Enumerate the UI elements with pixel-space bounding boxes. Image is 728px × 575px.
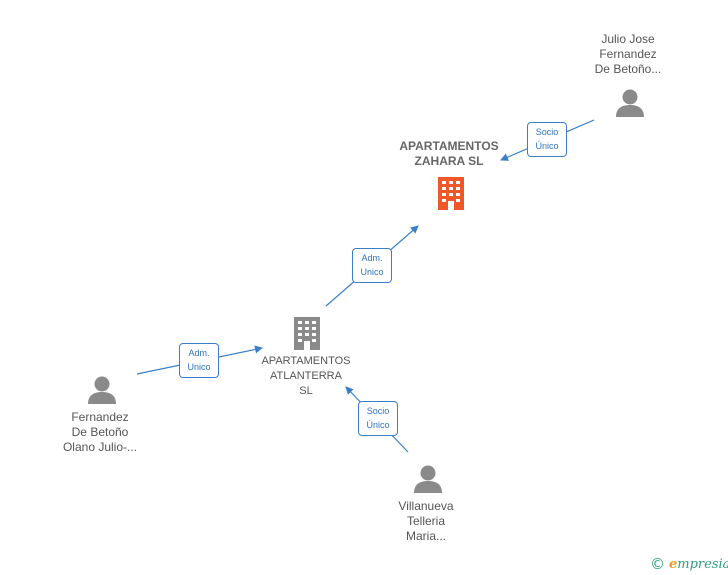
person-icon[interactable] <box>614 88 646 118</box>
edge-label-line-2: Unico <box>187 362 211 372</box>
edge-label-fernandez-to-atlanterra[interactable]: Adm. Unico <box>179 343 219 378</box>
person-icon[interactable] <box>412 464 444 494</box>
edge-label-line-1: Adm. <box>361 253 383 263</box>
brand-logo: © empresia <box>650 554 728 574</box>
node-fernandez-olano-line-3: Olano Julio-... <box>62 440 138 454</box>
building-icon[interactable] <box>434 176 468 210</box>
node-julio-jose-line-2: Fernandez <box>599 47 657 61</box>
node-julio-jose-label[interactable]: Julio Jose Fernandez De Betoño... <box>578 32 678 77</box>
node-julio-jose-line-3: De Betoño... <box>594 62 662 76</box>
node-apartamentos-zahara-line-2: ZAHARA SL <box>414 154 484 168</box>
edge-label-line-2: Único <box>366 420 390 430</box>
node-villanueva-line-2: Telleria <box>406 514 445 528</box>
brand-first-letter: e <box>669 556 678 572</box>
node-julio-jose-line-1: Julio Jose <box>601 32 655 46</box>
node-apartamentos-atlanterra-line-3: SL <box>299 385 313 397</box>
edge-label-line-1: Socio <box>366 406 390 416</box>
building-icon[interactable] <box>290 316 324 350</box>
copyright-icon: © <box>650 555 665 573</box>
node-apartamentos-zahara-line-1: APARTAMENTOS <box>399 139 499 153</box>
person-icon[interactable] <box>86 375 118 405</box>
node-apartamentos-atlanterra-line-2: ATLANTERRA <box>270 370 342 382</box>
edge-label-line-1: Adm. <box>188 348 210 358</box>
edge-label-villanueva-to-atlanterra[interactable]: Socio Único <box>358 401 398 436</box>
edge-label-line-2: Unico <box>360 267 384 277</box>
edge-label-line-2: Único <box>535 141 559 151</box>
node-apartamentos-atlanterra-label[interactable]: APARTAMENTOS ATLANTERRA SL <box>250 354 362 399</box>
brand-rest: mpresia <box>677 556 728 572</box>
node-fernandez-olano-label[interactable]: Fernandez De Betoño Olano Julio-... <box>50 410 150 455</box>
node-fernandez-olano-line-1: Fernandez <box>71 410 129 424</box>
node-fernandez-olano-line-2: De Betoño <box>71 425 129 439</box>
node-villanueva-line-3: Maria... <box>405 529 446 543</box>
brand-name: empresia <box>669 557 728 572</box>
node-villanueva-label[interactable]: Villanueva Telleria Maria... <box>376 499 476 544</box>
node-villanueva-line-1: Villanueva <box>398 499 454 513</box>
edge-label-julio-to-zahara[interactable]: Socio Único <box>527 122 567 157</box>
node-apartamentos-zahara-label[interactable]: APARTAMENTOS ZAHARA SL <box>388 139 510 169</box>
node-apartamentos-atlanterra-line-1: APARTAMENTOS <box>261 355 351 367</box>
edge-label-line-1: Socio <box>535 127 559 137</box>
edge-label-atlanterra-to-zahara[interactable]: Adm. Unico <box>352 248 392 283</box>
